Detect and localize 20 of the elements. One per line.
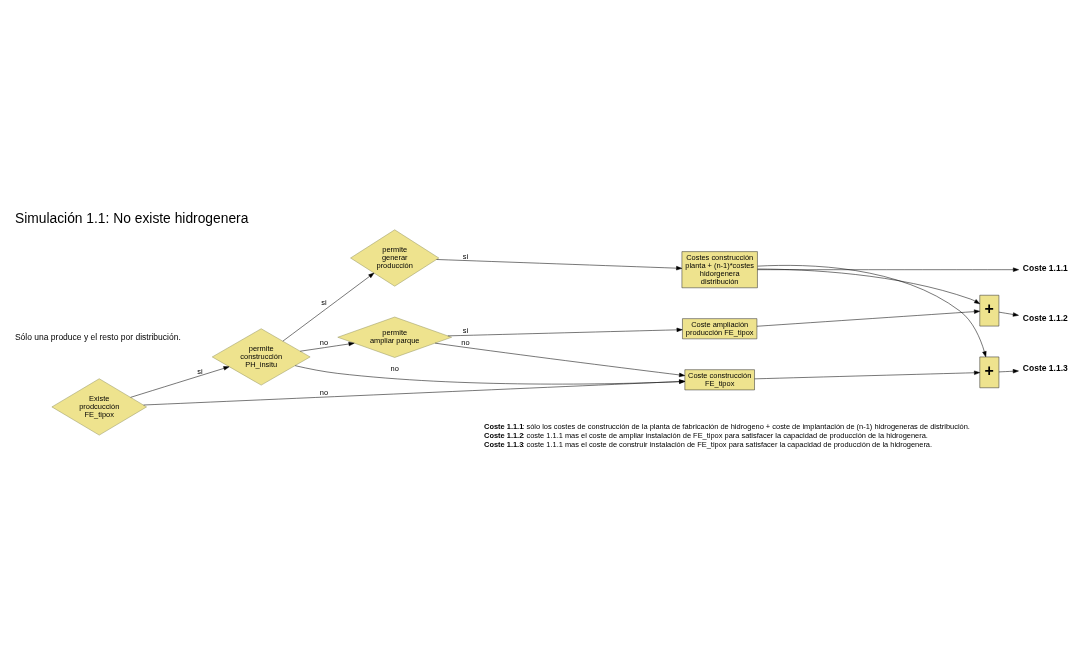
node-text: Coste 1.1.3 [1022,362,1068,373]
label: Sólo una produce y el resto por distribución. [14,331,181,342]
arrow [447,327,683,336]
arrow [998,368,1019,373]
arrow [436,258,683,270]
node-box: + [979,356,1000,388]
arrow [299,341,355,351]
arrow [757,264,987,357]
node-text: Coste 1.1.2 [1022,312,1068,323]
diagram-title: Simulación 1.1: No existe hidrogenera [14,209,249,226]
arrow [434,342,685,377]
arrow [282,272,375,341]
node-text: Coste 1.1.1 [1022,262,1068,273]
arrow [756,309,980,327]
arrow [130,365,230,398]
arrow [998,311,1019,317]
arrow [757,267,1019,272]
node-box: + [979,294,1000,326]
arrow [757,268,981,304]
arrow [754,370,980,379]
